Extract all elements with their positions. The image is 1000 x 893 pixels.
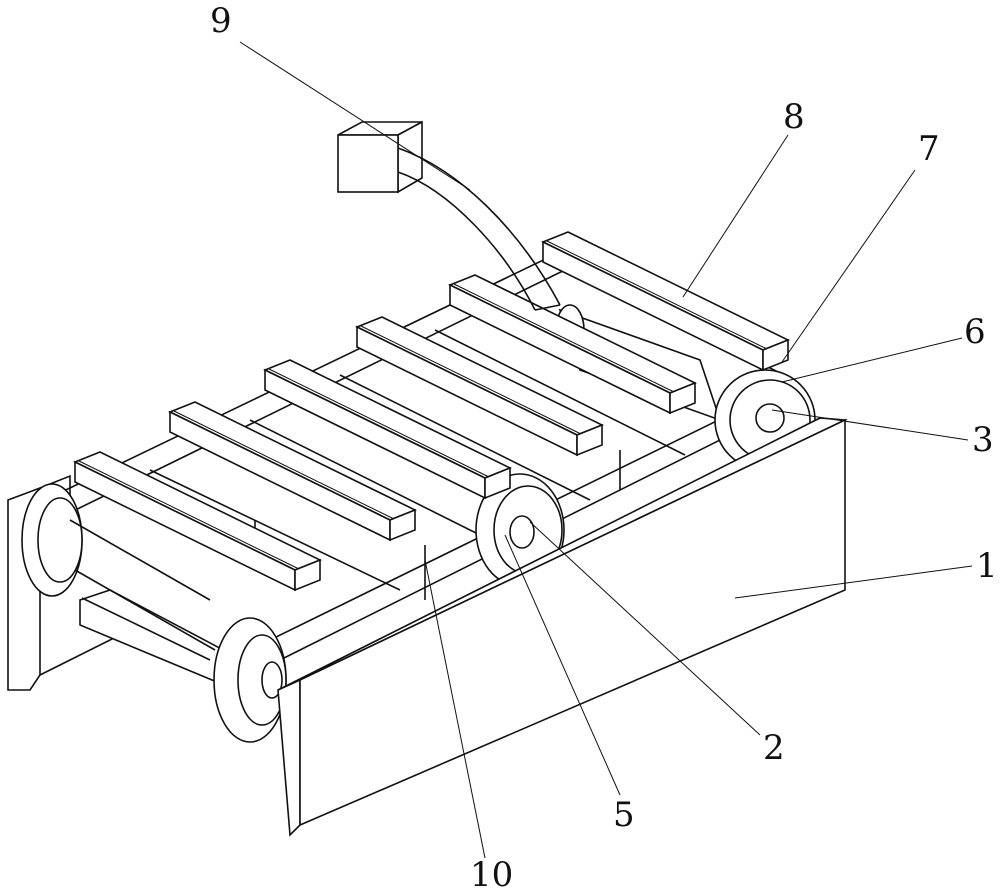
label-1: 1: [976, 549, 998, 583]
label-10: 10: [470, 858, 513, 892]
label-9: 9: [210, 4, 232, 38]
label-6: 6: [964, 315, 986, 349]
label-7: 7: [918, 132, 940, 166]
front-side-plate: [278, 418, 845, 835]
label-2: 2: [763, 731, 785, 765]
label-3: 3: [972, 423, 994, 457]
label-5: 5: [613, 798, 635, 832]
front-left-roller: [214, 618, 286, 742]
label-8: 8: [783, 100, 805, 134]
